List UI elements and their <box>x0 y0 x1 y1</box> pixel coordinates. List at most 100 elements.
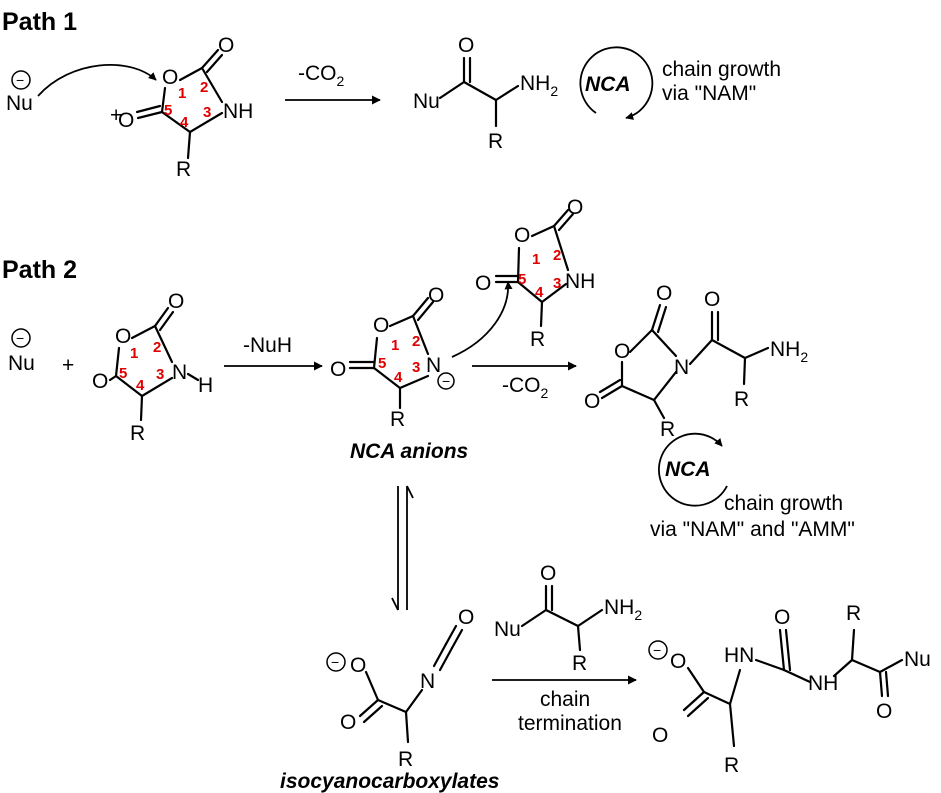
cycle-nca-label: NCA <box>665 458 711 481</box>
amine-nh2: NH2 <box>604 596 642 623</box>
isocyanate-r: R <box>398 748 413 771</box>
urea-nh: NH <box>808 672 838 695</box>
ring-number-5: 5 <box>518 271 526 288</box>
ring-oxygen: O <box>514 224 530 247</box>
ring-oxygen: O <box>373 314 389 337</box>
nca-anion-molecule: O O O N R − 1 2 3 4 5 <box>330 284 455 431</box>
ring-h: H <box>198 374 213 397</box>
isocyanate-n: N <box>420 670 435 693</box>
ring-oxygen: O <box>115 325 131 348</box>
path2-reactant-nca: O O O N H R 1 2 3 4 5 <box>92 290 213 445</box>
ring-number-1: 1 <box>130 345 138 362</box>
isocyanocarboxylate-molecule: − O N O O R <box>326 606 474 771</box>
deprotonation-label: -NuH <box>243 334 292 357</box>
nca-anions-label: NCA anions <box>350 440 468 463</box>
growth-line1: chain growth <box>662 58 781 81</box>
ring-number-5: 5 <box>378 355 386 372</box>
path1-plus: + <box>110 104 122 127</box>
negative-charge-icon <box>648 640 668 660</box>
ring-number-2: 2 <box>553 247 561 264</box>
ring-n: N <box>426 354 441 377</box>
charge-symbol: − <box>653 642 661 658</box>
nu-label: Nu <box>8 352 35 375</box>
path2-title: Path 2 <box>2 256 77 284</box>
ring-number-1: 1 <box>532 251 540 268</box>
path1-growth-cycle: NCA chain growth via "NAM" <box>579 46 781 120</box>
amine-r: R <box>572 652 587 675</box>
ring-number-2: 2 <box>412 333 420 350</box>
urea-hn: HN <box>724 644 754 667</box>
ring-number-4: 4 <box>180 114 189 131</box>
acyl-nh2: NH2 <box>770 338 808 365</box>
termination-line1: chain <box>540 688 590 711</box>
isocyanate-oxygen: O <box>458 606 474 629</box>
cycle-nca-label: NCA <box>585 73 631 96</box>
amine-nu: Nu <box>494 618 521 641</box>
carbonyl-oxygen-left: O <box>92 370 108 393</box>
ring-r: R <box>530 328 545 351</box>
product-nu: Nu <box>413 90 440 113</box>
path1-arrow-label: -CO2 <box>298 62 345 89</box>
carboxylate-oxygen: O <box>350 654 366 677</box>
product-oxygen: O <box>458 34 474 57</box>
negative-charge-icon <box>11 70 31 90</box>
charge-symbol: − <box>442 373 450 389</box>
product-nh2: NH2 <box>520 72 558 99</box>
terminal-oxygen: O <box>876 700 892 723</box>
ring-r: R <box>660 418 675 441</box>
charge-symbol: − <box>331 654 339 670</box>
path1-nucleophile: − Nu <box>6 70 33 115</box>
acyl-nca-product: O O O N O NH2 R R <box>584 282 808 441</box>
decarboxylation-label: -CO2 <box>502 374 549 401</box>
urea-nu: Nu <box>904 648 931 671</box>
carbonyl-oxygen-top: O <box>656 282 672 305</box>
carbonyl-oxygen-left: O <box>584 390 600 413</box>
ring-number-2: 2 <box>153 339 161 356</box>
nu-label: Nu <box>6 92 33 115</box>
urea-oxygen: O <box>774 606 790 629</box>
path1-product-molecule: Nu O NH2 R <box>413 34 558 153</box>
termination-line2: termination <box>518 712 622 735</box>
carbonyl-oxygen-top: O <box>168 290 184 313</box>
cycle-arrow-icon <box>658 432 728 507</box>
ring-n: N <box>674 356 689 379</box>
ring-oxygen: O <box>614 340 630 363</box>
amine-oxygen: O <box>540 562 556 585</box>
ring-number-2: 2 <box>200 79 208 96</box>
ring-number-1: 1 <box>391 337 399 354</box>
acyl-r: R <box>734 388 749 411</box>
carboxylate-oxygen: O <box>670 650 686 673</box>
path2-growth-cycle: NCA chain growth via "NAM" and "AMM" <box>650 432 855 541</box>
anion-attack-arrow <box>451 281 513 358</box>
carbonyl-oxygen: O <box>340 711 356 734</box>
growth-line1: chain growth <box>724 492 843 515</box>
amine-reagent: Nu O NH2 R <box>494 562 642 675</box>
carbonyl-oxygen-left: O <box>475 272 491 295</box>
path2-plus: + <box>62 354 74 377</box>
ring-r: R <box>130 422 145 445</box>
product-r: R <box>488 130 503 153</box>
growth-line2: via "NAM" and "AMM" <box>650 518 855 541</box>
ring-number-3: 3 <box>156 366 164 383</box>
carbonyl-oxygen-left: O <box>330 358 346 381</box>
isocyanocarboxylates-label: isocyanocarboxylates <box>280 770 499 793</box>
urea-r1: R <box>846 602 861 625</box>
ring-n: N <box>172 361 187 384</box>
ring-number-4: 4 <box>535 284 544 301</box>
attacking-nca-molecule: O O O NH R 1 2 3 4 5 <box>475 196 595 351</box>
charge-symbol: − <box>16 330 24 346</box>
path1-nca-molecule: O O O NH R 1 2 3 4 5 <box>118 34 253 181</box>
ring-r: R <box>390 408 405 431</box>
carbonyl-oxygen-top: O <box>218 34 234 57</box>
ring-number-4: 4 <box>136 377 145 394</box>
ring-number-1: 1 <box>178 85 186 102</box>
ring-number-5: 5 <box>119 365 127 382</box>
ring-r: R <box>176 158 191 181</box>
charge-symbol: − <box>16 72 24 88</box>
urea-r2: R <box>724 754 739 777</box>
cycle-arrow-icon <box>579 46 654 120</box>
ring-oxygen: O <box>162 66 178 89</box>
ring-nh: NH <box>565 270 595 293</box>
